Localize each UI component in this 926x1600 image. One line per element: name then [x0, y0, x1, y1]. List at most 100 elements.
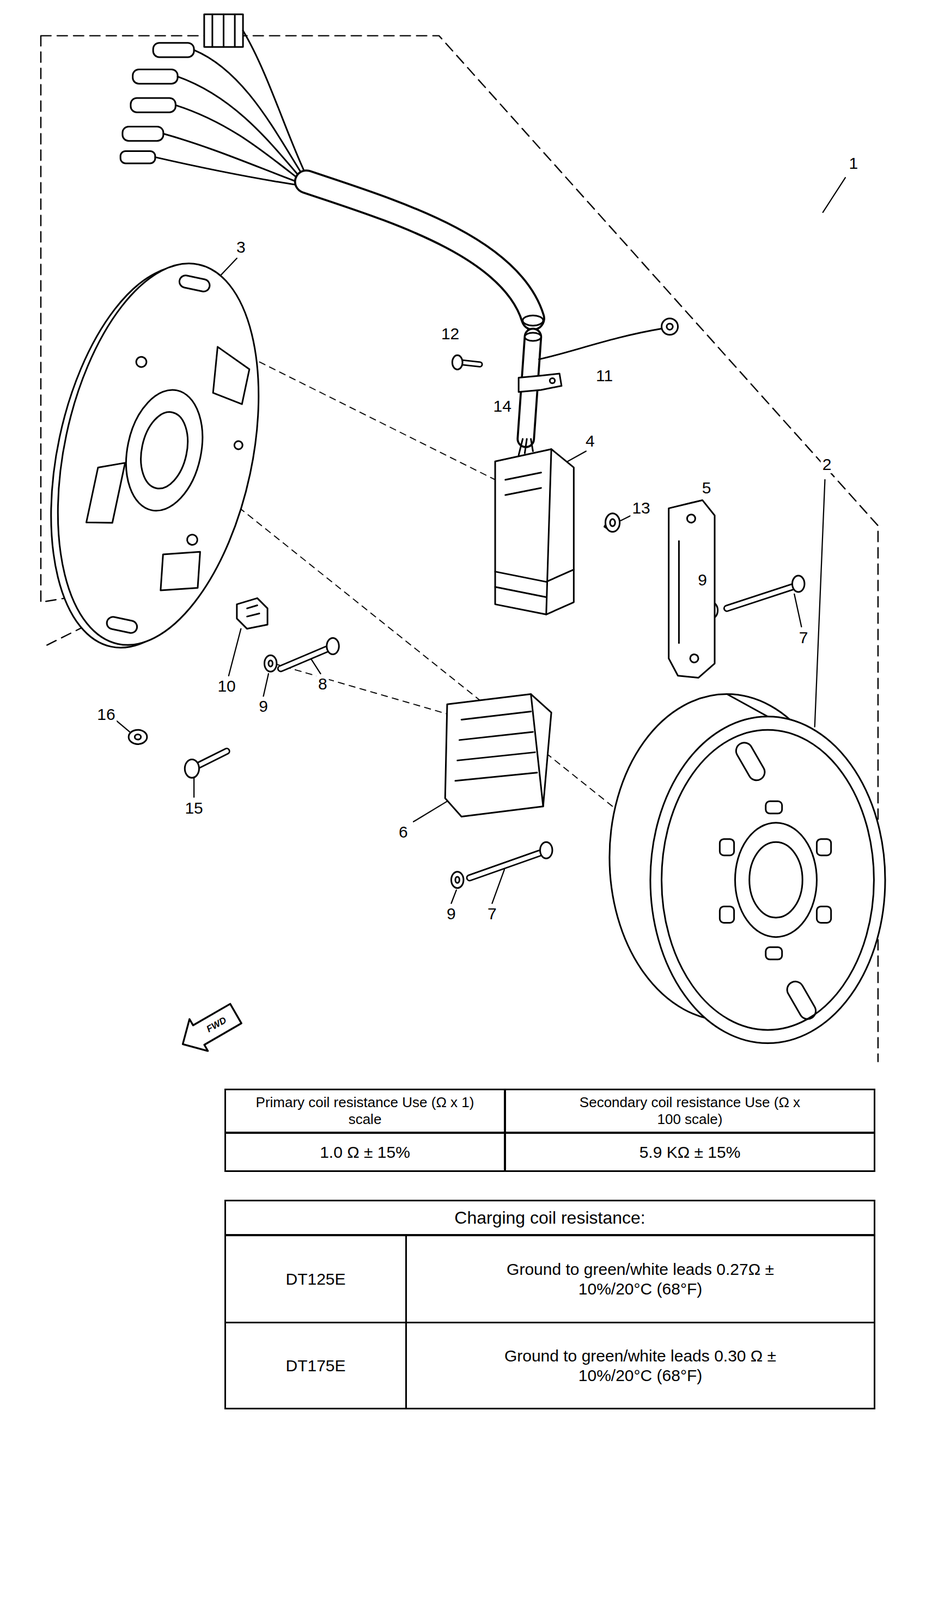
stator-plate [135, 355, 148, 368]
spacer [605, 513, 620, 533]
table-cell: DT125E [224, 1234, 407, 1324]
callout-number: 7 [797, 629, 810, 647]
screw [452, 355, 463, 370]
stator-plate [115, 382, 213, 519]
screw [792, 575, 804, 593]
wire-harness [120, 150, 156, 163]
table-cell: 1.0 Ω ± 15% [224, 1132, 506, 1173]
rotor [661, 729, 875, 1031]
table-text: DT125E [285, 1269, 346, 1290]
screw [184, 759, 199, 778]
cable-clamp [518, 373, 562, 393]
table-text: 5.9 KΩ ± 15% [639, 1142, 741, 1163]
forward-arrow [173, 997, 246, 1061]
screw [198, 751, 227, 766]
spacer [604, 513, 620, 533]
wire-harness [120, 14, 678, 456]
wire-harness [661, 318, 679, 335]
screw [280, 649, 327, 669]
table-cell: DT175E [224, 1322, 407, 1410]
wire-harness [539, 329, 662, 360]
rotor [816, 906, 831, 923]
washer [128, 729, 148, 745]
callout-number: 5 [700, 479, 714, 497]
washer [455, 876, 460, 883]
coil-bracket [668, 500, 715, 678]
alignment-line [204, 337, 613, 807]
table-text: DT175E [285, 1356, 346, 1376]
callout-number: 12 [439, 325, 461, 343]
table-text: Primary coil resistance Use (Ω x 1) scal… [247, 1094, 483, 1129]
rotor [719, 839, 734, 856]
coil-bracket [690, 654, 699, 663]
pickup-coil [236, 598, 268, 629]
rotor [816, 839, 831, 856]
lighting-coil [445, 694, 552, 818]
stator-plate [105, 616, 139, 635]
screw [280, 649, 327, 669]
forward-arrow [173, 997, 246, 1061]
wire-harness [306, 181, 533, 319]
stator-plate [178, 274, 211, 294]
wire-harness [153, 43, 194, 58]
table-cell: Ground to green/white leads 0.30 Ω ± 10%… [405, 1322, 876, 1410]
stator-plate [155, 544, 206, 599]
rotor [719, 906, 734, 923]
rotor [765, 947, 783, 960]
stator-plate [233, 440, 244, 451]
callout-number: 15 [183, 799, 205, 818]
coil-bracket [668, 500, 715, 678]
callout-number: 1 [847, 154, 861, 173]
coil-bracket [678, 540, 680, 643]
rotor [650, 716, 886, 1044]
washer [451, 872, 463, 889]
wire-harness [122, 126, 164, 141]
callout-number: 9 [696, 571, 709, 589]
callout-number: 4 [583, 432, 597, 450]
rotor [749, 842, 803, 918]
screw [469, 853, 539, 879]
callout-number: 10 [215, 677, 237, 696]
callout-number: 13 [630, 499, 652, 517]
stator-plate [133, 407, 194, 493]
callout-number: 3 [234, 238, 248, 257]
wire-harness [524, 332, 541, 341]
stator-plate [206, 346, 253, 405]
wire-harness [132, 69, 178, 84]
spacer [610, 519, 615, 527]
rotor [735, 823, 818, 938]
wire-harness [306, 181, 533, 319]
ignition-coil [495, 449, 574, 615]
callout-number: 6 [397, 823, 410, 842]
callout-number: 11 [594, 367, 615, 385]
callout-number: 8 [316, 675, 330, 693]
table-cell: Ground to green/white leads 0.27Ω ± 10%/… [405, 1234, 876, 1324]
table-text: 1.0 Ω ± 15% [319, 1142, 411, 1163]
table-cell: 5.9 KΩ ± 15% [504, 1132, 876, 1173]
wire-harness [212, 14, 235, 47]
screw [727, 587, 793, 609]
callout-number: 16 [95, 705, 117, 724]
screw [540, 842, 553, 859]
screw [461, 362, 480, 365]
screw [326, 637, 339, 655]
callout-number: 2 [820, 455, 834, 474]
wire-harness [666, 323, 673, 330]
wire-harness [522, 315, 544, 326]
wire-harness [155, 30, 307, 186]
stator-plate [86, 457, 126, 528]
pickup-coil [247, 605, 260, 617]
callout-number: 14 [491, 397, 513, 416]
ignition-coil [495, 449, 574, 615]
cable-clamp [549, 378, 555, 383]
wire-harness [130, 98, 176, 113]
washer [264, 655, 277, 672]
lighting-coil [445, 694, 552, 818]
callout-number: 9 [257, 697, 270, 716]
stator-plate [26, 245, 291, 664]
cable-clamp [518, 373, 562, 393]
screw [198, 751, 227, 766]
table-text: Ground to green/white leads 0.30 Ω ± 10%… [488, 1346, 794, 1386]
table-text: Charging coil resistance: [454, 1207, 645, 1229]
washer [268, 660, 273, 667]
